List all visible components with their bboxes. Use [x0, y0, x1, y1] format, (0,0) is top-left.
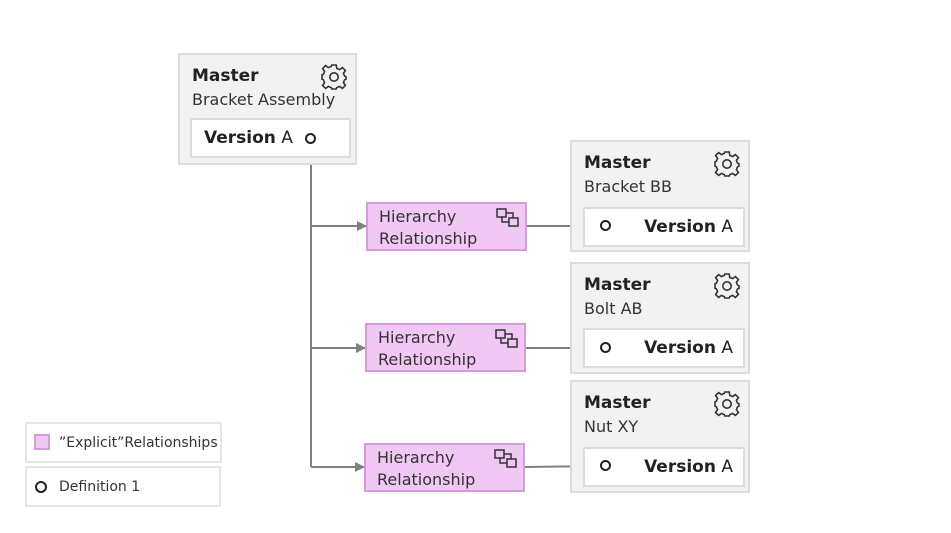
- legend-explicit-label: ”Explicit”Relationships: [59, 435, 218, 451]
- master-title: Master: [192, 66, 259, 86]
- definition-port-root[interactable]: [305, 133, 316, 144]
- legend-explicit-relationships: ”Explicit”Relationships: [25, 422, 222, 463]
- master-title: Master: [584, 153, 651, 173]
- version-value: A: [721, 217, 733, 237]
- hierarchy-relationship-box-1[interactable]: Hierarchy Relationship: [366, 202, 527, 251]
- version-field[interactable]: Version A: [583, 207, 745, 247]
- relationship-label-line2: Relationship: [377, 470, 476, 489]
- definition-circle-icon: [35, 481, 47, 493]
- version-value: A: [281, 128, 293, 148]
- version-value: A: [721, 457, 733, 477]
- gear-icon[interactable]: [713, 150, 741, 178]
- master-name: Bracket BB: [584, 177, 673, 196]
- master-title: Master: [584, 393, 651, 413]
- version-value: A: [721, 338, 733, 358]
- relationship-swatch: [34, 434, 50, 450]
- legend-definition: Definition 1: [25, 466, 221, 507]
- hierarchy-relationship-box-3[interactable]: Hierarchy Relationship: [364, 443, 525, 492]
- gear-icon[interactable]: [713, 390, 741, 418]
- master-box-bracket-assembly[interactable]: Master Bracket Assembly Version A: [178, 53, 357, 165]
- master-box-bracket-bb[interactable]: Master Bracket BB Version A: [570, 140, 750, 252]
- relationship-label-line2: Relationship: [378, 350, 477, 369]
- version-label: Version: [204, 128, 276, 148]
- linked-squares-icon: [494, 449, 517, 468]
- version-field[interactable]: Version A: [190, 118, 351, 158]
- legend-definition-label: Definition 1: [59, 479, 141, 495]
- master-box-nut-xy[interactable]: Master Nut XY Version A: [570, 380, 750, 493]
- hierarchy-relationship-box-2[interactable]: Hierarchy Relationship: [365, 323, 526, 372]
- master-box-bolt-ab[interactable]: Master Bolt AB Version A: [570, 262, 750, 374]
- version-label: Version: [644, 338, 716, 358]
- master-name: Bracket Assembly: [192, 90, 336, 109]
- gear-icon[interactable]: [713, 272, 741, 300]
- relationship-label-line1: Hierarchy: [377, 448, 455, 467]
- definition-port-bolt-ab[interactable]: [600, 342, 611, 353]
- master-title: Master: [584, 275, 651, 295]
- relationship-label-line1: Hierarchy: [378, 328, 456, 347]
- linked-squares-icon: [495, 329, 518, 348]
- linked-squares-icon: [496, 208, 519, 227]
- version-label: Version: [644, 217, 716, 237]
- definition-port-nut-xy[interactable]: [600, 460, 611, 471]
- version-label: Version: [644, 457, 716, 477]
- master-name: Bolt AB: [584, 299, 643, 318]
- relationship-label-line1: Hierarchy: [379, 207, 457, 226]
- master-name: Nut XY: [584, 417, 639, 436]
- definition-port-bracket-bb[interactable]: [600, 220, 611, 231]
- relationship-label-line2: Relationship: [379, 229, 478, 248]
- gear-icon[interactable]: [320, 63, 348, 91]
